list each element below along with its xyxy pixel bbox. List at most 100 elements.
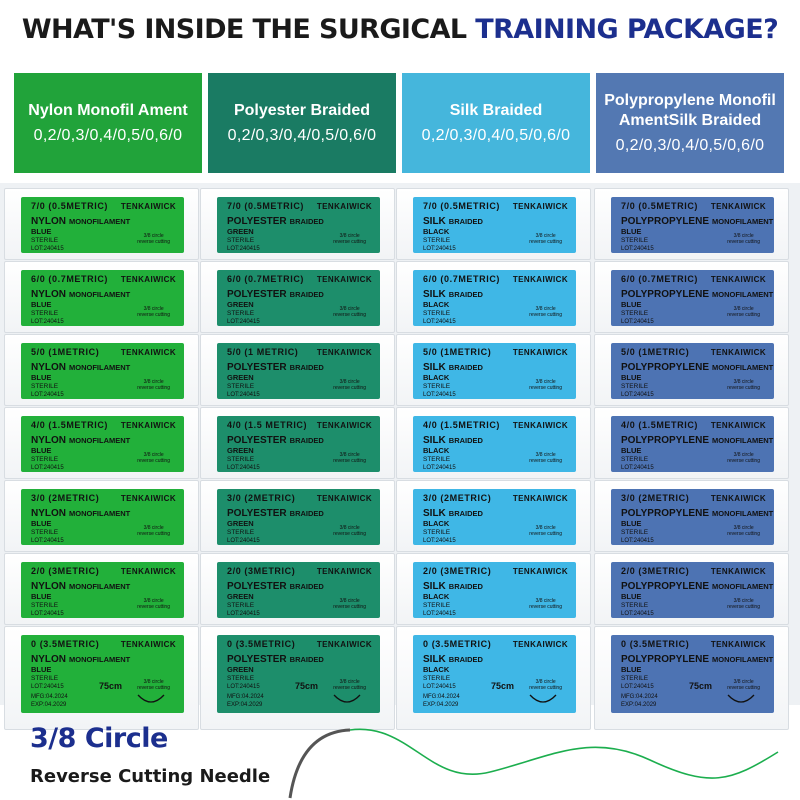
material-name: POLYESTER xyxy=(227,508,287,519)
lot-number: LOT:240415 xyxy=(227,392,260,398)
needle-curve: 3/8 circle xyxy=(535,233,556,239)
needle-curve: 3/8 circle xyxy=(733,679,754,685)
suture-size: 7/0 (0.5METRIC) xyxy=(31,201,109,211)
needle-type: reverse cutting xyxy=(137,458,170,464)
brand-name: TENKAIWICK xyxy=(512,567,568,576)
material-name: POLYPROPYLENE xyxy=(621,362,709,373)
sterile-text: STERILE xyxy=(227,456,255,463)
header-sizes: 0,2/0,3/0,4/0,5/0,6/0 xyxy=(227,127,377,144)
brand-name: TENKAIWICK xyxy=(710,567,766,576)
sterile-text: STERILE xyxy=(621,602,649,609)
brand-name: TENKAIWICK xyxy=(710,275,766,284)
suture-size: 5/0 (1METRIC) xyxy=(621,347,690,357)
lot-number: LOT:240415 xyxy=(423,246,456,252)
suture-size: 7/0 (0.5METRIC) xyxy=(423,201,501,211)
suture-length: 75cm xyxy=(689,681,713,691)
needle-arc-icon xyxy=(727,694,755,703)
needle-curve: 3/8 circle xyxy=(733,452,754,458)
brand-name: TENKAIWICK xyxy=(710,640,766,649)
material-kind: MONOFILAMENT xyxy=(712,290,774,299)
needle-curve: 3/8 circle xyxy=(535,679,556,685)
material-name: POLYPROPYLENE xyxy=(621,654,709,665)
lot-number: LOT:240415 xyxy=(423,465,456,471)
brand-name: TENKAIWICK xyxy=(710,494,766,503)
lot-number: LOT:240415 xyxy=(423,684,456,690)
material-kind: BRAIDED xyxy=(289,582,324,591)
headline: WHAT'S INSIDE THE SURGICAL TRAINING PACK… xyxy=(0,14,800,45)
needle-type: reverse cutting xyxy=(137,604,170,610)
lot-number: LOT:240415 xyxy=(423,392,456,398)
lot-number: LOT:240415 xyxy=(423,538,456,544)
thread-color: BLACK xyxy=(423,665,450,674)
brand-name: TENKAIWICK xyxy=(120,567,176,576)
suture-size: 3/0 (2METRIC) xyxy=(227,493,296,503)
needle-curve: 3/8 circle xyxy=(143,233,164,239)
needle-curve: 3/8 circle xyxy=(339,452,360,458)
lot-number: LOT:240415 xyxy=(621,611,654,617)
thread-color: GREEN xyxy=(227,300,254,309)
thread-color: BLUE xyxy=(621,300,642,309)
sterile-text: STERILE xyxy=(621,383,649,390)
needle-type: reverse cutting xyxy=(137,312,170,318)
needle-type: reverse cutting xyxy=(333,312,366,318)
curved-needle-icon xyxy=(288,728,779,799)
sterile-text: STERILE xyxy=(227,675,255,682)
sterile-text: STERILE xyxy=(31,237,59,244)
sterile-text: STERILE xyxy=(423,456,451,463)
brand-name: TENKAIWICK xyxy=(512,640,568,649)
suture-length: 75cm xyxy=(99,681,123,691)
needle-curve: 3/8 circle xyxy=(339,306,360,312)
material-kind: MONOFILAMENT xyxy=(712,363,774,372)
suture-size: 6/0 (0.7METRIC) xyxy=(31,274,109,284)
thread-color: GREEN xyxy=(227,227,254,236)
needle-type: reverse cutting xyxy=(137,385,170,391)
lot-number: LOT:240415 xyxy=(423,319,456,325)
needle-curve: 3/8 circle xyxy=(535,525,556,531)
material-kind: BRAIDED xyxy=(289,509,324,518)
suture-size: 6/0 (0.7METRIC) xyxy=(621,274,699,284)
needle-arc-icon xyxy=(333,694,361,703)
suture-size: 4/0 (1.5METRIC) xyxy=(621,420,699,430)
material-kind: MONOFILAMENT xyxy=(69,582,131,591)
material-kind: BRAIDED xyxy=(448,363,483,372)
suture-size: 4/0 (1.5 METRIC) xyxy=(227,420,308,430)
lot-number: LOT:240415 xyxy=(227,538,260,544)
needle-type: reverse cutting xyxy=(727,239,760,245)
sterile-text: STERILE xyxy=(621,529,649,536)
exp-date: EXP:04.2029 xyxy=(423,702,459,708)
brand-name: TENKAIWICK xyxy=(512,275,568,284)
suture-size: 5/0 (1 METRIC) xyxy=(227,347,299,357)
material-kind: MONOFILAMENT xyxy=(69,655,131,664)
needle-type: reverse cutting xyxy=(333,239,366,245)
header-title: Nylon Monofil Ament xyxy=(28,102,188,119)
material-kind: BRAIDED xyxy=(289,290,324,299)
sterile-text: STERILE xyxy=(227,383,255,390)
thread-color: GREEN xyxy=(227,373,254,382)
sterile-text: STERILE xyxy=(621,675,649,682)
